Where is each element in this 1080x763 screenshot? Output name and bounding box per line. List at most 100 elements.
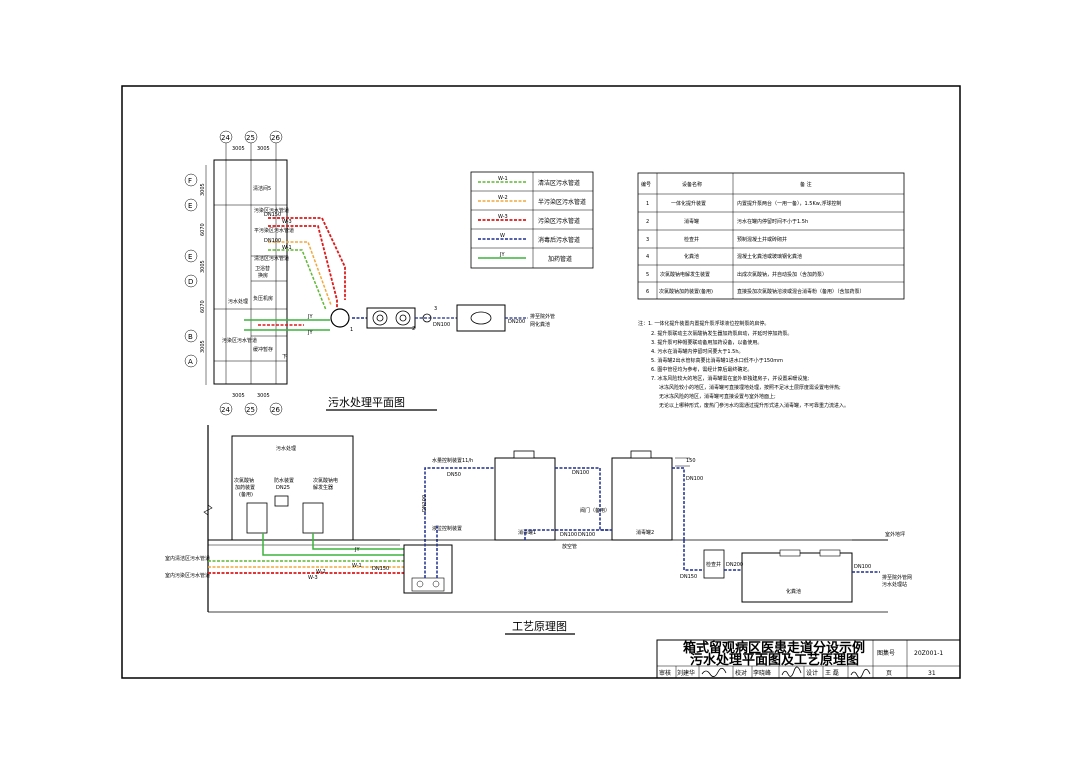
axis-label: 26 xyxy=(271,134,280,142)
pipe-label: DN200 xyxy=(726,562,743,568)
axis-label: 24 xyxy=(221,134,230,142)
table-cell: 化粪池 xyxy=(684,253,699,260)
table-cell: 污水在罐内停留时间不小于1.5h xyxy=(737,218,808,225)
septic-tank-4 xyxy=(456,304,506,332)
plan-pipe-w1 xyxy=(268,249,327,311)
pipe-label: 液位控制装置 xyxy=(432,525,462,532)
lift-pit xyxy=(403,544,453,594)
equip-num: 3 xyxy=(434,306,437,312)
process-diagram: 污水处理 次氯酸钠 加药装置 (备用) 防水装置 DN25 次氯酸钠电 解发生器… xyxy=(165,425,912,635)
page-label: 页 xyxy=(886,670,892,677)
table-cell: 1 xyxy=(646,201,649,207)
axis-label: 25 xyxy=(246,134,255,142)
note-line: 7. 冰冻风险较大的地区，消毒罐需在室外单独建房子，并设置采暖设施; xyxy=(651,375,809,382)
dim-label: 3005 xyxy=(257,146,270,152)
svg-text:污水处理站: 污水处理站 xyxy=(882,581,907,588)
plan-title: 污水处理平面图 xyxy=(328,396,405,409)
table-cell: 5 xyxy=(646,272,649,278)
equip-num: 1 xyxy=(350,327,353,333)
pipe-legend: W-1 W-2 W-3 W JY 清洁区污水管道 半污染区污水管道 污染区污水管… xyxy=(470,171,594,269)
pipe-label: W-3 xyxy=(282,219,292,225)
axis-label: E xyxy=(188,202,192,210)
dim-label: 3005 xyxy=(200,183,206,196)
reviewer-name: 刘建华 xyxy=(677,669,695,677)
pipe-label: DN100 xyxy=(686,476,703,482)
table-header: 设备名称 xyxy=(682,181,702,188)
table-cell: 预制混凝土井或砖砌井 xyxy=(737,236,787,243)
process-label: 水量控制装置11/h xyxy=(432,457,473,464)
room-label: 负压机房 xyxy=(253,295,273,302)
atlas-number: 20Z001-1 xyxy=(914,650,943,657)
device-chlorine-backup xyxy=(246,502,268,534)
note-line: 4. 污水在消毒罐内停留时间要大于1.5h。 xyxy=(651,348,743,355)
atlas-label: 图集号 xyxy=(877,649,895,657)
note-line: 6. 图中管径均为参考，需经计算后最终确定。 xyxy=(651,366,752,373)
room-label: 下 xyxy=(282,354,287,360)
pipe-label: DN150 xyxy=(680,574,697,580)
pipe-label: W-1 xyxy=(282,245,292,251)
svg-text:解发生器: 解发生器 xyxy=(313,484,333,491)
room-label: 污水处理 xyxy=(276,445,296,452)
axis-label: F xyxy=(188,177,192,185)
dim-label: 3005 xyxy=(200,260,206,273)
legend-code: JY xyxy=(499,252,505,258)
legend-label: 清洁区污水管道 xyxy=(538,179,580,187)
plan-pipe-w3b xyxy=(268,225,338,308)
legend-code: W-2 xyxy=(498,195,508,201)
axis-label: D xyxy=(188,278,193,286)
inlet-label: 室内清洁区污水管道 xyxy=(165,555,210,562)
table-cell: 2 xyxy=(646,219,649,225)
legend-code: W-1 xyxy=(498,176,508,182)
signature-checker xyxy=(781,666,802,677)
pipe-label: DN100 xyxy=(422,495,428,512)
svg-text:加药装置: 加药装置 xyxy=(235,484,255,491)
room-label: 污水处理 xyxy=(228,298,248,305)
pipe-label: W-1 xyxy=(352,563,362,569)
note-line: 2. 提升泵联动主次氯酸钠发生器加药泵启动，并延时停加药泵。 xyxy=(651,330,792,337)
note-line: 冰冻风险较小的地区，消毒罐可直接埋地处理，按照不足冰土层厚度需设置电伴热; xyxy=(659,384,841,391)
signature-designer xyxy=(850,668,871,678)
pipe-label: DN100 xyxy=(264,238,281,244)
inspection-well xyxy=(703,549,725,579)
axis-label: 25 xyxy=(246,406,255,414)
device-waterproof xyxy=(274,495,289,507)
process-title: 工艺原理图 xyxy=(512,620,567,633)
axis-label: A xyxy=(188,358,193,366)
dim-label: 3005 xyxy=(257,393,270,399)
building-outline xyxy=(213,159,288,385)
inspection-well-3 xyxy=(422,313,432,323)
legend-label: 污染区污水管道 xyxy=(538,217,580,225)
legend-code: W xyxy=(500,233,505,239)
inlet-label: 室内污染区污水管道 xyxy=(165,572,210,579)
note-line: 注：1. 一体化提升装置内置提升泵浮球液位控制泵的启停。 xyxy=(638,320,769,327)
pipe-label: JY xyxy=(307,314,313,320)
room-label: 清洁间5 xyxy=(253,185,271,192)
plan-pipe-w2 xyxy=(268,241,332,306)
svg-text:排至院外管网: 排至院外管网 xyxy=(882,574,912,581)
axis-label: 26 xyxy=(271,406,280,414)
note-line: 无论以上哪种形式，废热门参污水均需通过提升形式进入消毒罐，不可靠重力流进入。 xyxy=(659,402,849,409)
equip-num: 2 xyxy=(412,326,415,332)
equipment-table: 编号 设备名称 备 注 1 一体化提升装置 内置提升泵两台（一用一备），1.5K… xyxy=(637,172,905,300)
legend-label: 消毒后污水管道 xyxy=(538,236,580,244)
pipe-label: JY xyxy=(307,330,313,336)
dim-label: 3005 xyxy=(232,393,245,399)
svg-text:次氯酸钠电: 次氯酸钠电 xyxy=(313,477,338,484)
table-cell: 直接投加次氯酸钠溶液或混合消毒粉（备用）（含加药泵） xyxy=(737,288,865,295)
pipe-label: DN50 xyxy=(447,472,461,478)
table-cell: 消毒罐 xyxy=(684,218,699,225)
table-cell: 出成次氯酸钠，并自动投加（含加药泵） xyxy=(737,271,827,278)
table-cell: 次氯酸钠电解发生装置 xyxy=(660,271,710,278)
lift-device-1 xyxy=(330,308,350,328)
pipe-label: W-3 xyxy=(308,575,318,581)
pipe-label: 清洁区污水管道 xyxy=(254,255,289,262)
process-label: 化粪池 xyxy=(786,588,801,595)
outlet-label: 排至院外管 xyxy=(530,313,555,320)
page-number: 31 xyxy=(928,670,936,677)
table-cell: 3 xyxy=(646,237,649,243)
axis-label: B xyxy=(188,333,193,341)
pipe-label: 污染区污水管道 xyxy=(222,337,257,344)
dim-label: 3005 xyxy=(232,146,245,152)
table-header: 备 注 xyxy=(800,181,812,188)
